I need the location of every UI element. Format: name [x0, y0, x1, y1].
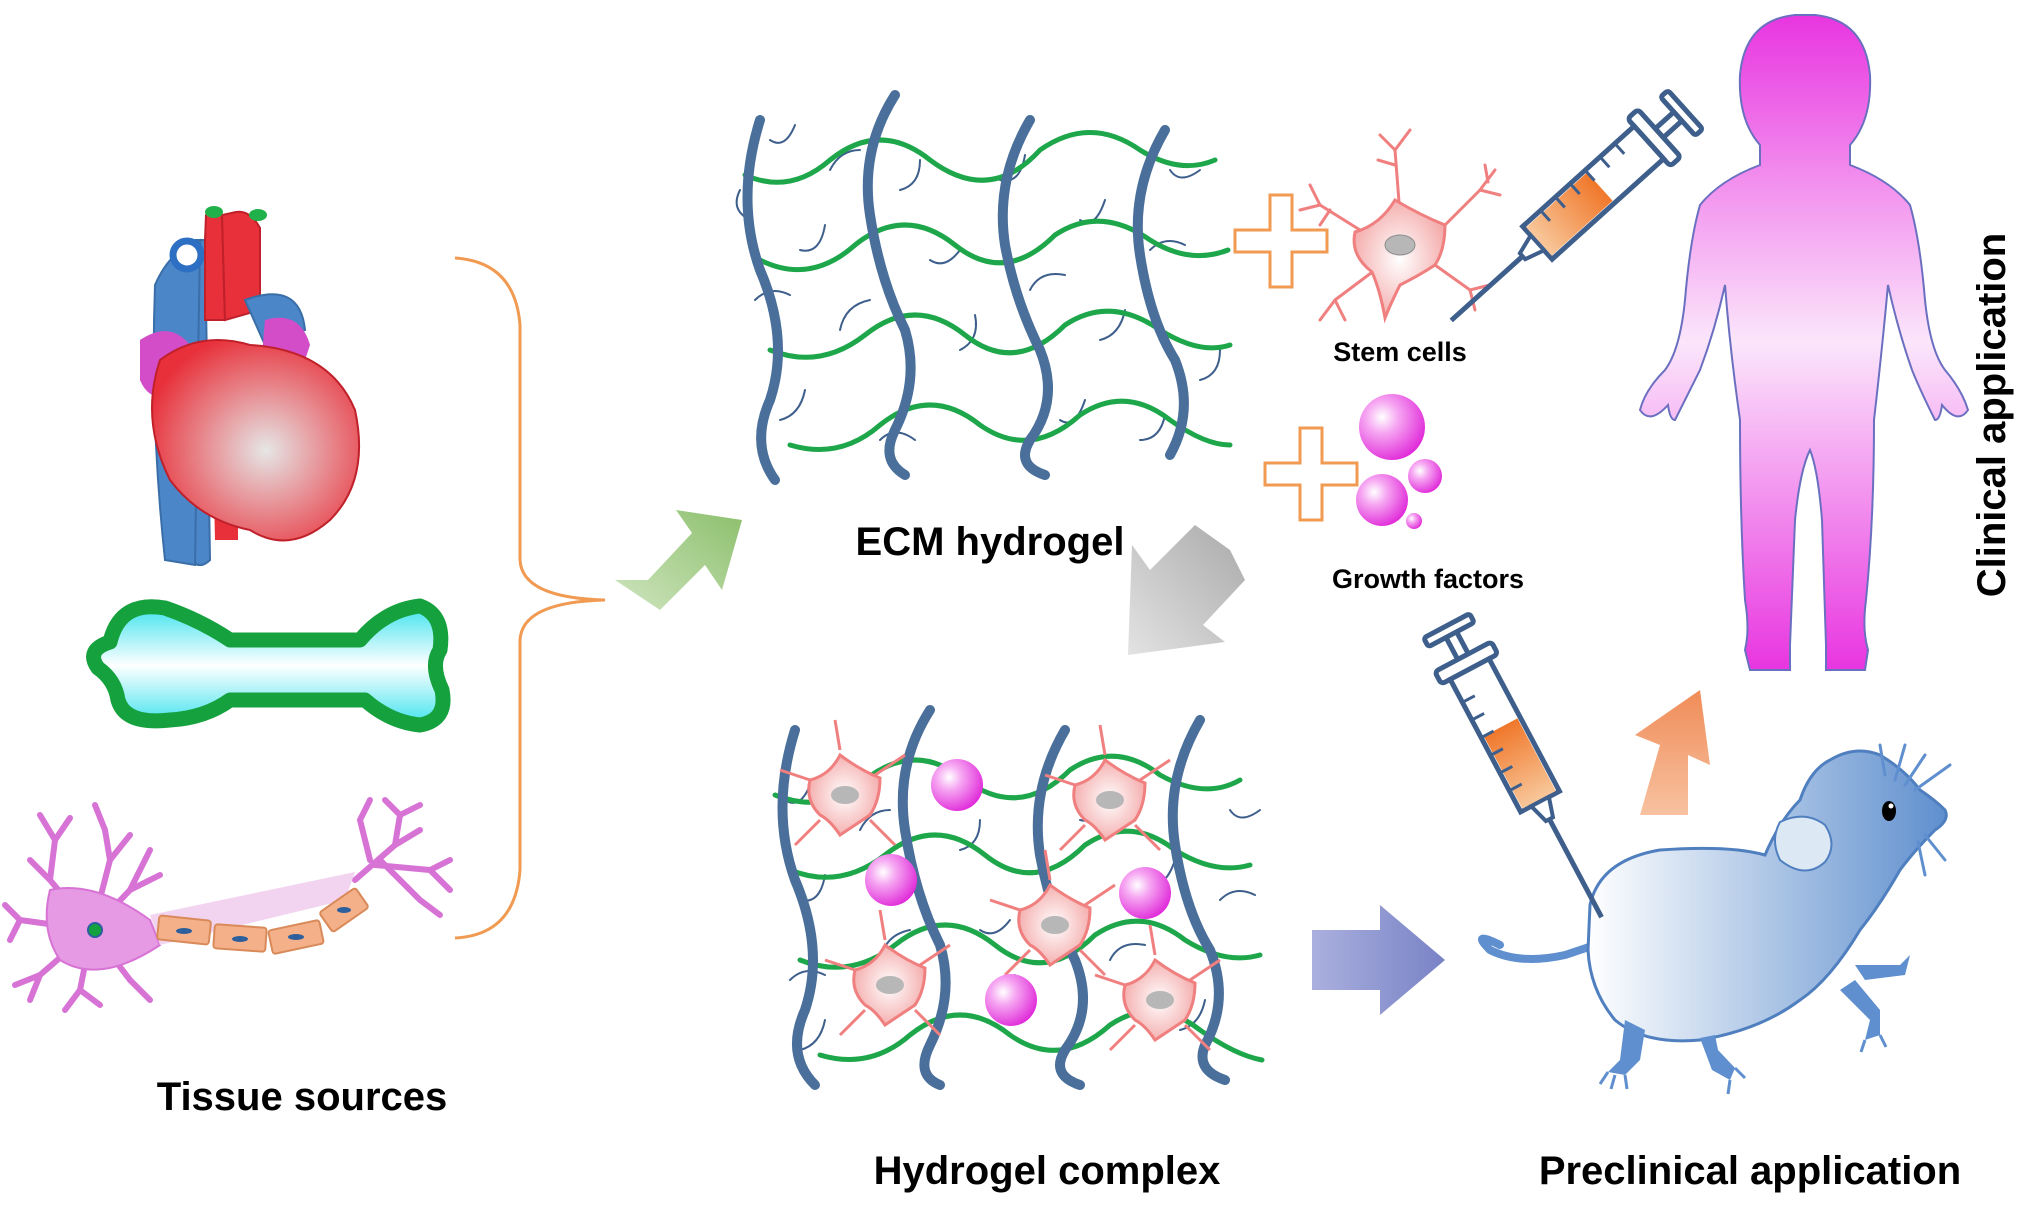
growth-factor-icon — [1356, 394, 1442, 529]
ecm-hydrogel-label: ECM hydrogel — [856, 520, 1125, 564]
arrow-gray-icon — [1128, 525, 1245, 655]
preclinical-application-label: Preclinical application — [1539, 1149, 1961, 1193]
embedded-growth-factors — [865, 759, 1171, 1026]
embedded-stem-cells — [779, 719, 1221, 1052]
tissue-bracket — [454, 256, 606, 940]
arrow-green-icon — [615, 510, 742, 610]
stem-cells-label: Stem cells — [1333, 337, 1467, 367]
syringe-icon — [1449, 89, 1704, 323]
arrow-orange-icon — [1635, 690, 1710, 815]
clinical-application-label: Clinical application — [1970, 233, 2014, 598]
ecm-hydrogel-mesh — [735, 90, 1233, 485]
bone-icon — [86, 598, 451, 733]
human-silhouette-icon — [1638, 14, 1970, 671]
arrow-purple-icon — [1312, 905, 1445, 1015]
hydrogel-complex-label: Hydrogel complex — [874, 1149, 1221, 1193]
tissue-sources-label: Tissue sources — [157, 1075, 448, 1119]
neuron-icon — [2, 797, 453, 1013]
syringe-icon — [1422, 612, 1604, 919]
growth-factors-label: Growth factors — [1332, 564, 1524, 594]
stem-cell-icon — [1298, 128, 1502, 324]
plus-icon — [1263, 426, 1359, 522]
heart-icon — [140, 206, 361, 567]
plus-icon — [1233, 193, 1329, 289]
mouse-icon — [1478, 743, 1952, 1095]
